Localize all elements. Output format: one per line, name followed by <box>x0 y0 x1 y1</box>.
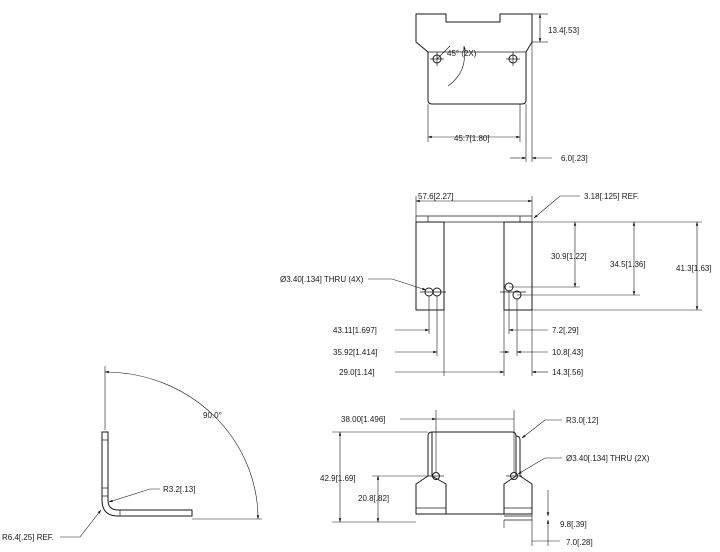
flat-view-outline <box>431 431 517 515</box>
dim-front-h1: 30.9[1.22] <box>551 252 587 261</box>
top-view: 13.4[.53] 45° (2X) 45.7[1.80] 6.0[.23] <box>415 13 588 163</box>
dim-top-thickness: 6.0[.23] <box>561 154 588 163</box>
dim-flat-height: 42.9[1.69] <box>320 474 356 483</box>
dim-front-h3: 41.3[1.63] <box>676 264 712 273</box>
dim-top-angle: 45° (2X) <box>447 49 477 58</box>
dim-flat-corner-radius: R3.0[.12] <box>566 416 598 425</box>
dim-flat-width: 38.00[1.496] <box>341 415 385 424</box>
dim-front-hole-callout: Ø3.40[.134] THRU (4X) <box>280 275 364 284</box>
dim-flat-foot1: 9.8[.39] <box>560 520 587 529</box>
dim-flat-foot2: 7.0[.28] <box>566 538 593 547</box>
front-view-outline <box>415 221 445 311</box>
dim-front-x4: 7.2[.29] <box>552 326 579 335</box>
dim-front-h2: 34.5[1.36] <box>610 260 646 269</box>
flat-view: 38.00[1.496] R3.0[.12] Ø3.40[.134] THRU … <box>320 410 650 547</box>
top-view-outline <box>415 13 533 105</box>
dim-front-x2: 35.92[1.414] <box>333 348 377 357</box>
dim-side-inner-radius: R3.2[.13] <box>163 485 195 494</box>
dim-side-outer-radius: R6.4[.25] REF. <box>2 533 54 542</box>
side-view-bracket <box>101 431 193 517</box>
dim-front-x1: 43.11[1.697] <box>333 326 377 335</box>
front-view: 57.6[2.27] 3.18[.125] REF. Ø3.40[.134] T… <box>280 192 712 377</box>
dim-front-overall-width: 57.6[2.27] <box>418 192 454 201</box>
dim-front-x3: 29.0[1.14] <box>339 368 375 377</box>
side-view: 90.0° R3.2[.13] R6.4[.25] REF. <box>2 366 262 542</box>
dim-front-gap: 3.18[.125] REF. <box>584 192 639 201</box>
dim-side-angle: 90.0° <box>203 411 222 420</box>
dim-top-width: 45.7[1.80] <box>454 134 490 143</box>
dim-front-x6: 14.3[.56] <box>552 368 583 377</box>
dim-front-x5: 10.8[.43] <box>552 348 583 357</box>
dim-top-height-tab: 13.4[.53] <box>548 26 579 35</box>
dim-flat-hole-height: 20.8[.82] <box>358 494 389 503</box>
dim-flat-hole-callout: Ø3.40[.134] THRU (2X) <box>566 454 650 463</box>
